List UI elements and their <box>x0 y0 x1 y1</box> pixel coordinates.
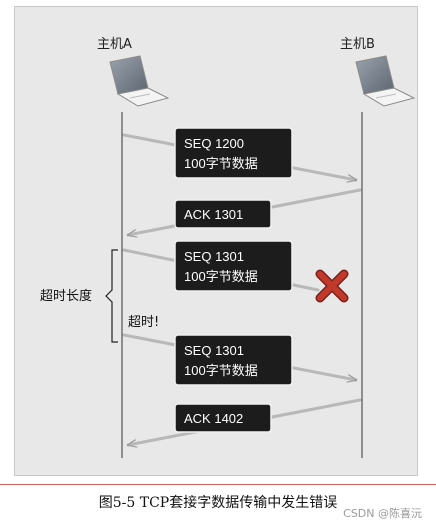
timeout-bracket <box>105 249 118 343</box>
packet-ack-label: ACK 1402 <box>184 411 243 426</box>
packet-box-seq1301-retransmit: SEQ 1301 100字节数据 <box>174 334 293 386</box>
laptop-a-icon <box>109 55 170 107</box>
lost-packet-x-icon <box>315 269 349 303</box>
packet-data-label: 100字节数据 <box>184 269 258 284</box>
packet-ack-label: ACK 1301 <box>184 207 243 222</box>
packet-data-label: 100字节数据 <box>184 363 258 378</box>
timeout-label: 超时! <box>128 315 159 330</box>
packet-box-ack1301: ACK 1301 <box>174 199 272 229</box>
figure-caption: 图5-5 TCP套接字数据传输中发生错误 <box>98 495 338 511</box>
packet-seq-label: SEQ 1301 <box>184 249 244 264</box>
host-b-label: 主机B <box>340 37 375 52</box>
packet-box-seq1200: SEQ 1200 100字节数据 <box>174 127 293 179</box>
host-a-label: 主机A <box>97 37 132 52</box>
packet-box-seq1301-lost: SEQ 1301 100字节数据 <box>174 240 293 292</box>
tcp-sequence-diagram: 主机A 主机B SEQ 1200 100字节数据 ACK 1301 SEQ 13… <box>40 37 416 458</box>
packet-seq-label: SEQ 1301 <box>184 343 244 358</box>
packet-box-ack1402: ACK 1402 <box>174 403 272 433</box>
timeout-length-label: 超时长度 <box>40 288 92 304</box>
caption-divider <box>0 484 436 485</box>
packet-data-label: 100字节数据 <box>184 156 258 171</box>
packet-seq-label: SEQ 1200 <box>184 136 244 151</box>
watermark: CSDN @陈喜沅 <box>343 507 422 520</box>
laptop-b-icon <box>355 55 416 107</box>
